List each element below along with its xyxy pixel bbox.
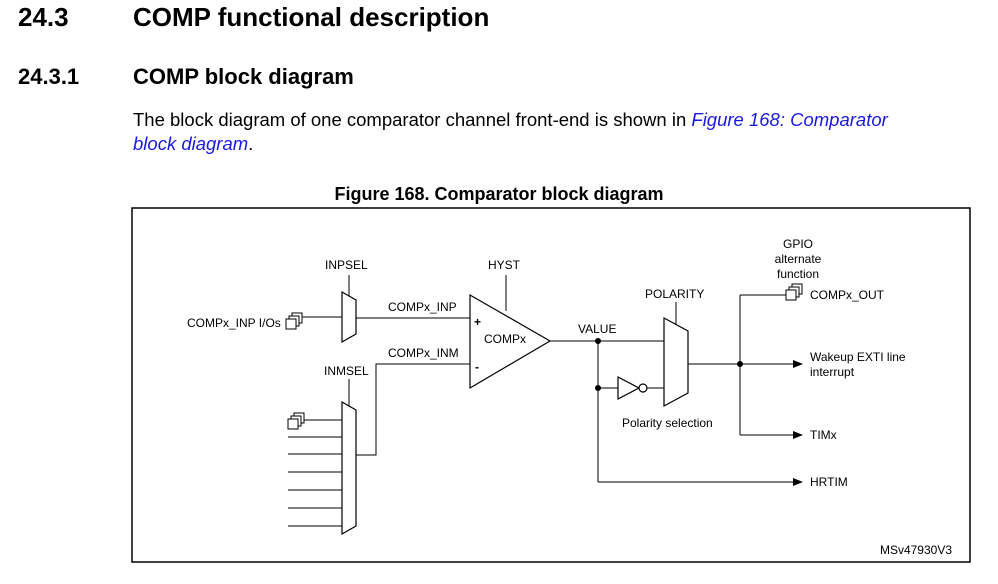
intro-paragraph: The block diagram of one comparator chan… (133, 108, 893, 156)
polarity-label: POLARITY (645, 287, 704, 301)
inverter-symbol (617, 376, 641, 400)
inpsel-mux (341, 290, 357, 344)
hrtim-label: HRTIM (810, 475, 848, 489)
polarity-selection-label: Polarity selection (622, 416, 713, 430)
inmsel-mux (341, 400, 357, 536)
comp-out-label: COMPx_OUT (810, 288, 885, 302)
comp-inp-ios-label: COMPx_INP I/Os (187, 316, 281, 330)
gpio-label-2: alternate (775, 252, 822, 266)
pad-icon-out (785, 283, 803, 301)
plus-sign: + (474, 315, 481, 329)
figure-link[interactable]: Figure 168: Comparator block diagram (133, 109, 888, 154)
inpsel-label: INPSEL (325, 258, 368, 272)
subsection-title: COMP block diagram (133, 64, 354, 89)
minus-sign: - (475, 360, 479, 374)
figure-caption: Figure 168. Comparator block diagram (334, 184, 664, 204)
paragraph-text: The block diagram of one comparator chan… (133, 109, 692, 130)
figure-id-code: MSv47930V3 (880, 543, 952, 557)
section-number: 24.3 (18, 2, 69, 32)
subsection-heading: 24.3.1 COMP block diagram (18, 64, 354, 90)
timx-label: TIMx (810, 428, 837, 442)
hyst-label: HYST (488, 258, 521, 272)
value-label: VALUE (578, 322, 616, 336)
inmsel-label: INMSEL (324, 364, 369, 378)
subsection-number: 24.3.1 (18, 64, 80, 89)
wakeup-label-1: Wakeup EXTI line (810, 350, 906, 364)
comparator-symbol (469, 293, 552, 390)
paragraph-end: . (248, 133, 254, 154)
pad-icon-inp (285, 312, 303, 330)
compx-label: COMPx (484, 332, 526, 346)
figure-frame (131, 207, 971, 563)
pad-icon-inm (287, 412, 305, 430)
gpio-label-3: function (777, 267, 819, 281)
section-heading: 24.3 COMP functional description (18, 2, 489, 33)
section-title: COMP functional description (133, 2, 490, 32)
gpio-label-1: GPIO (783, 237, 813, 251)
wakeup-label-2: interrupt (810, 365, 855, 379)
comp-inp-label: COMPx_INP (388, 300, 457, 314)
comp-inm-label: COMPx_INM (388, 346, 459, 360)
polarity-mux (663, 316, 689, 408)
